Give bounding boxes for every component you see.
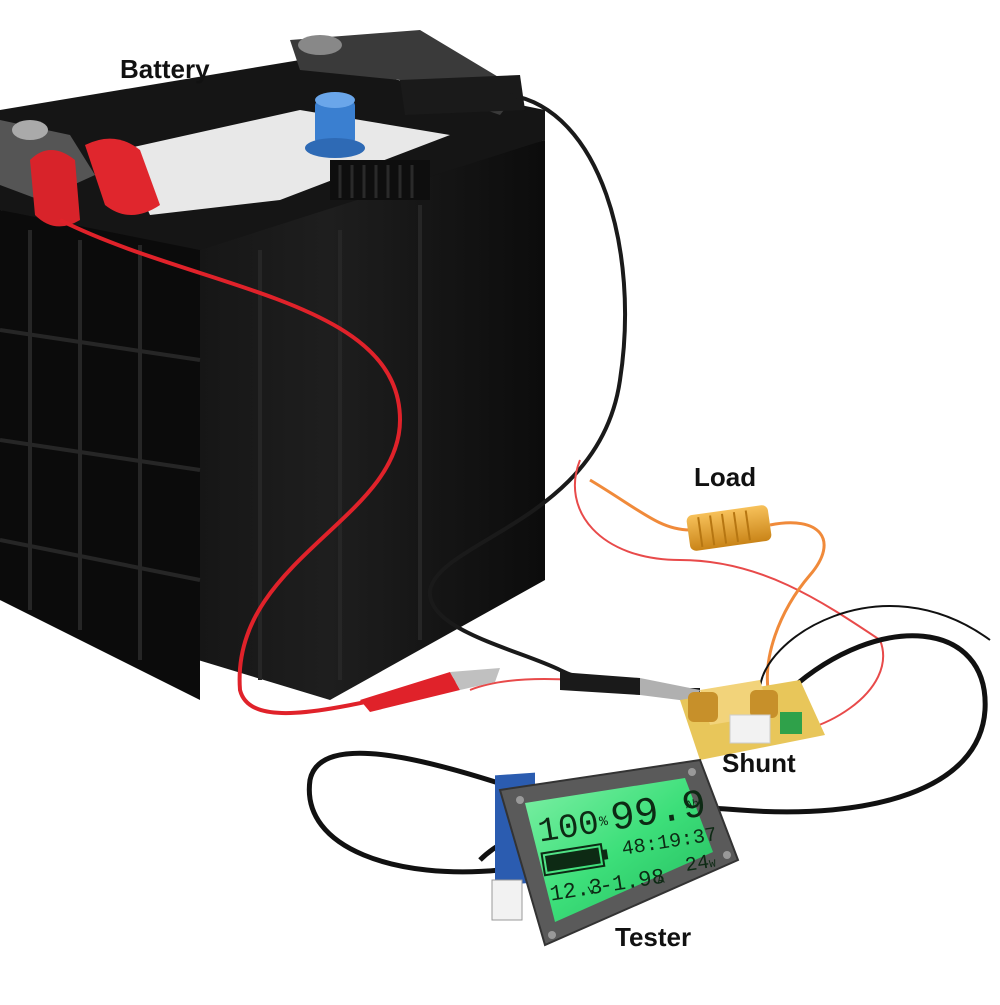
load-resistor <box>686 505 772 551</box>
orange-wire-right <box>765 521 826 701</box>
lcd-capacity-unit: Ah <box>685 798 700 812</box>
thin-black-wire <box>759 605 991 691</box>
orange-wire-left <box>589 478 691 532</box>
tester-label-text: Tester <box>615 922 692 952</box>
black-clamp <box>290 30 525 115</box>
red-clamp <box>0 120 160 227</box>
battery-vent <box>330 160 430 200</box>
tester: 100 % 99.9 Ah 48:19:37 12.3 V -1.98 A 24… <box>491 758 740 947</box>
lcd-percent: 100 <box>535 805 601 852</box>
battery-label <box>120 110 450 215</box>
lcd-battery-fill <box>545 847 601 872</box>
black-alligator-clip <box>560 672 700 702</box>
shunt-label-text: Shunt <box>722 748 796 778</box>
lcd-battery-icon <box>540 842 609 877</box>
lcd-power: 24 <box>684 852 711 878</box>
lcd-readout: 100 % 99.9 Ah 48:19:37 12.3 V -1.98 A 24… <box>535 783 718 907</box>
shunt <box>680 680 825 760</box>
load-label-text: Load <box>694 462 757 492</box>
lcd-voltage-unit: V <box>587 884 597 899</box>
thin-red-wire <box>574 459 884 737</box>
tester-lcd <box>525 778 713 922</box>
lcd-current-unit: A <box>656 873 666 888</box>
blue-terminal-cap <box>305 92 365 158</box>
tester-cable-loop <box>306 750 521 875</box>
lcd-percent-unit: % <box>598 814 609 831</box>
red-alligator-clip <box>360 668 500 712</box>
battery-label-text: Battery <box>120 54 210 84</box>
lcd-power-unit: W <box>709 858 718 871</box>
